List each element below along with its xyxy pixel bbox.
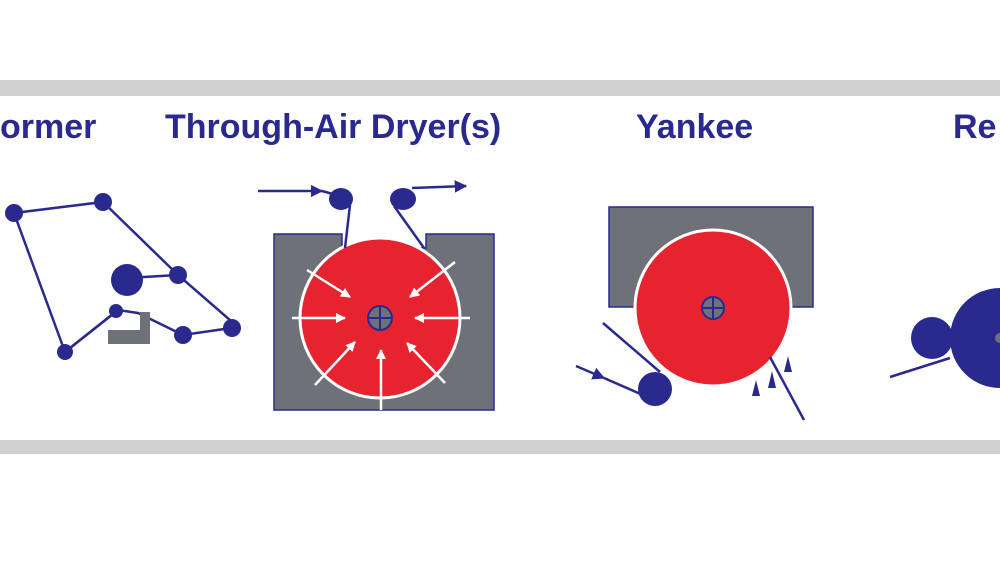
former-headbox — [108, 312, 150, 344]
former-felt — [64, 309, 119, 353]
reel-diagram — [889, 288, 1000, 388]
yankee-spray-2 — [768, 371, 776, 388]
stage-title-reel: Re — [953, 108, 997, 146]
yankee-web-in-arrow — [575, 364, 606, 380]
former-roll-3 — [169, 266, 187, 284]
process-band — [0, 80, 1000, 454]
tad-web-out-arrow — [411, 180, 468, 193]
former-roll-4 — [109, 304, 123, 318]
stage-title-through-air-dryer: Through-Air Dryer(s) — [165, 108, 502, 146]
former-diagram — [5, 193, 241, 360]
yankee-spray-1 — [752, 380, 760, 396]
tad-roll-out — [390, 188, 416, 210]
former-roll-7 — [57, 344, 73, 360]
former-roll-5 — [174, 326, 192, 344]
tad-airflow-arrows — [292, 261, 470, 410]
former-roll-1 — [5, 204, 23, 222]
stage-title-yankee: Yankee — [636, 108, 754, 146]
yankee-pressure-roll — [638, 372, 672, 406]
yankee-diagram — [575, 206, 814, 421]
former-forming-roll — [111, 264, 143, 296]
reel-drum — [911, 317, 953, 359]
yankee-doctor-blade — [768, 356, 806, 421]
reel-spool — [950, 288, 1000, 388]
tad-diagram — [258, 180, 495, 411]
reel-web — [889, 356, 951, 379]
yankee-spray-3 — [784, 356, 792, 372]
former-roll-2 — [94, 193, 112, 211]
tad-roll-in — [329, 188, 353, 210]
yankee-felt — [602, 322, 661, 373]
former-roll-6 — [223, 319, 241, 337]
stage-title-former: ormer — [0, 108, 97, 146]
